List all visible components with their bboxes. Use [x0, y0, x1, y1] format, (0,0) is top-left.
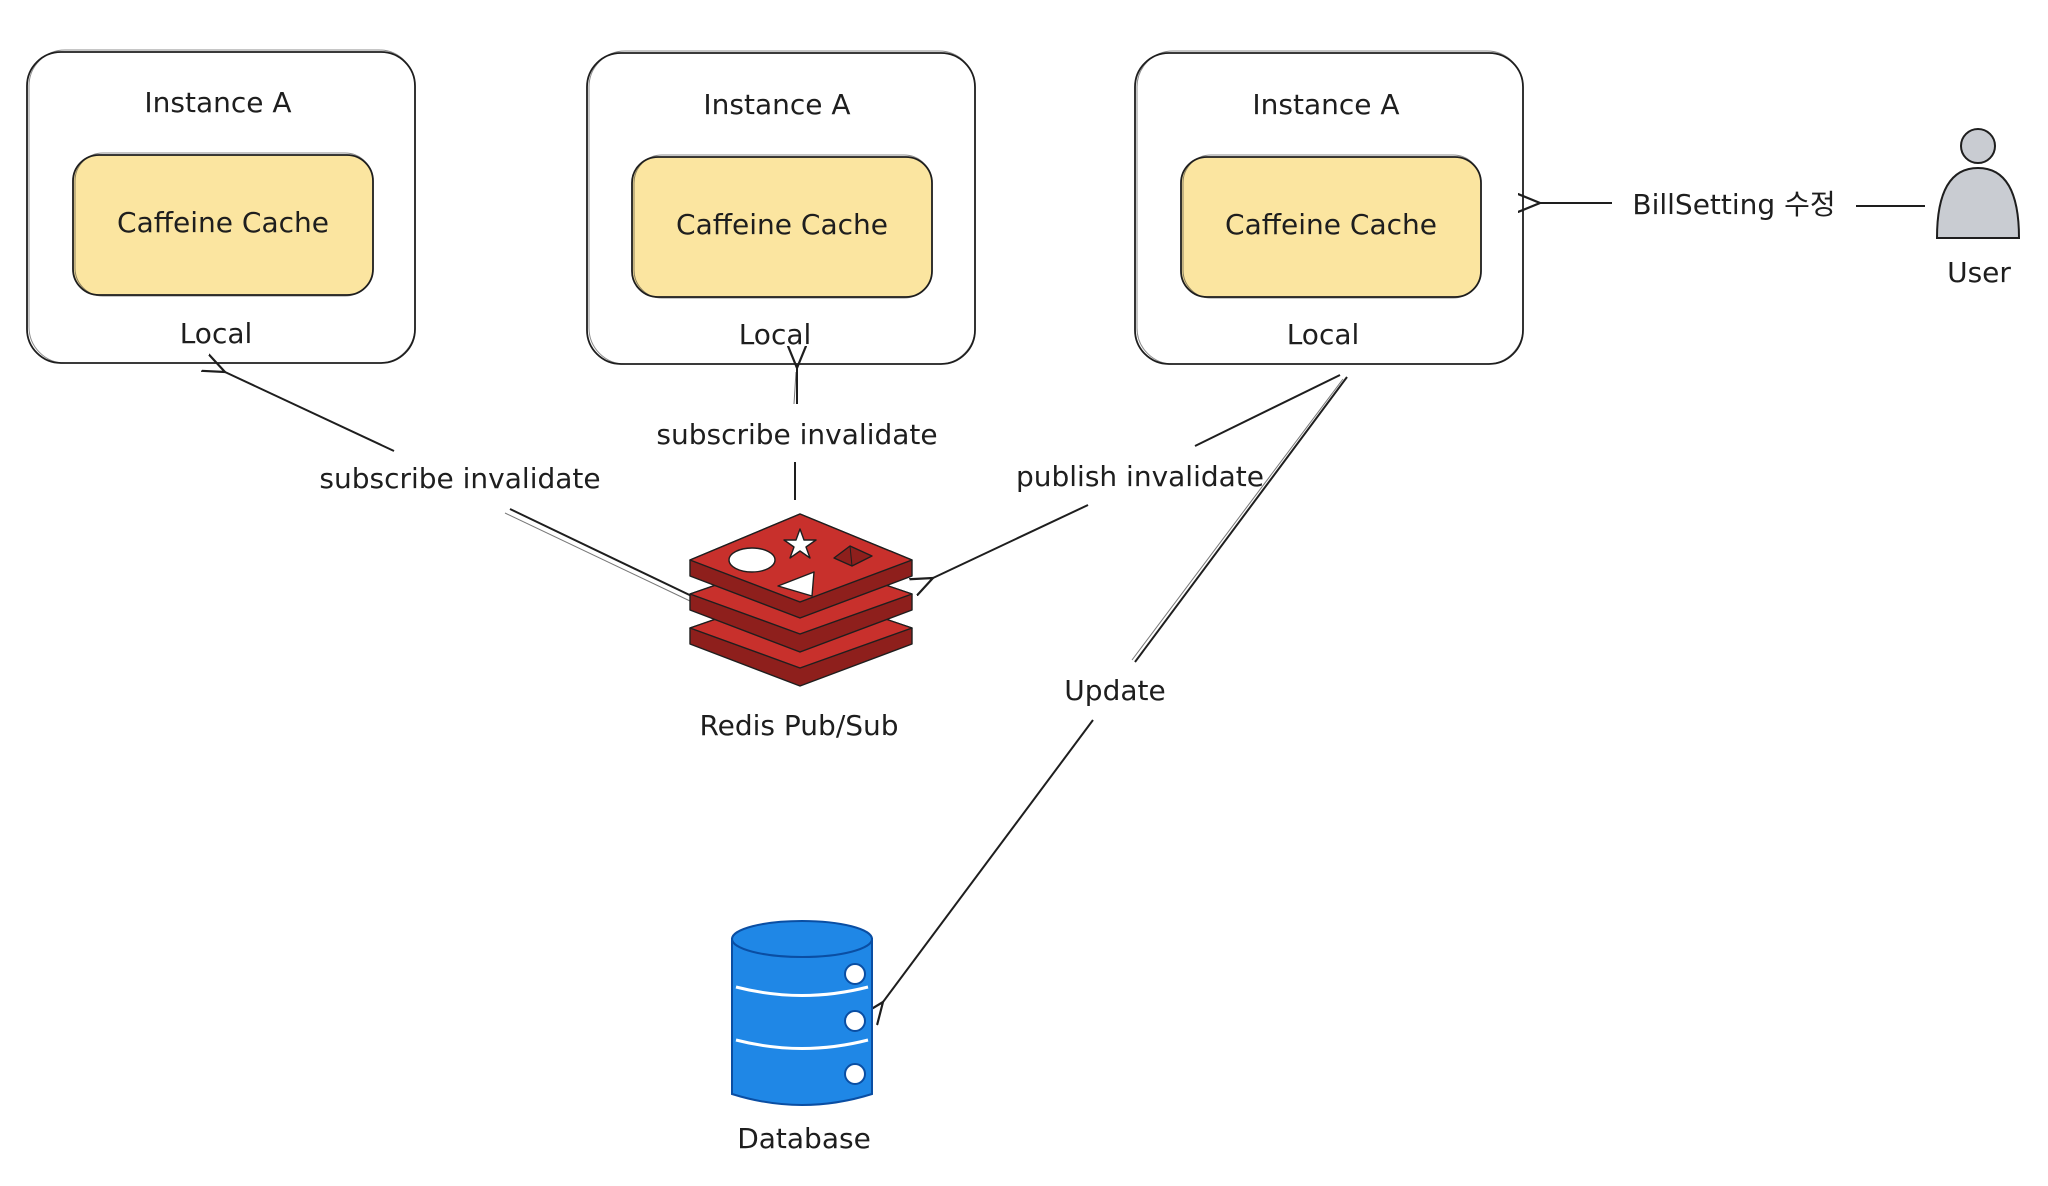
user-label: User	[1947, 256, 2011, 289]
instance-title: Instance A	[144, 86, 291, 119]
scope-label: Local	[1287, 318, 1360, 351]
database-label: Database	[737, 1122, 871, 1155]
redis-icon	[689, 513, 913, 687]
update-arrow	[883, 376, 1348, 1002]
caffeine-cache-box: Caffeine Cache	[631, 154, 933, 299]
update-label: Update	[1064, 674, 1165, 707]
instance-box-2: Instance A Caffeine Cache Local	[586, 50, 976, 365]
caffeine-cache-box: Caffeine Cache	[1180, 154, 1482, 299]
cache-label: Caffeine Cache	[676, 208, 888, 241]
database-icon	[731, 920, 873, 1106]
subscribe-label-left: subscribe invalidate	[319, 462, 600, 495]
user-action-arrow	[1540, 203, 1925, 206]
instance-box-1: Instance A Caffeine Cache Local	[26, 49, 416, 364]
instance-title: Instance A	[1252, 88, 1399, 121]
cache-label: Caffeine Cache	[117, 206, 329, 239]
subscribe-arrow-left	[225, 372, 701, 602]
subscribe-arrow-middle	[794, 368, 797, 500]
redis-label: Redis Pub/Sub	[699, 709, 898, 742]
caffeine-cache-box: Caffeine Cache	[72, 152, 374, 297]
user-icon	[1935, 128, 2021, 239]
instance-title: Instance A	[703, 88, 850, 121]
publish-label: publish invalidate	[1016, 460, 1264, 493]
scope-label: Local	[180, 317, 253, 350]
instance-box-3: Instance A Caffeine Cache Local	[1134, 50, 1524, 365]
publish-arrow	[933, 374, 1341, 578]
subscribe-label-middle: subscribe invalidate	[656, 418, 937, 451]
scope-label: Local	[739, 318, 812, 351]
cache-label: Caffeine Cache	[1225, 208, 1437, 241]
user-action-label: BillSetting 수정	[1632, 188, 1835, 221]
